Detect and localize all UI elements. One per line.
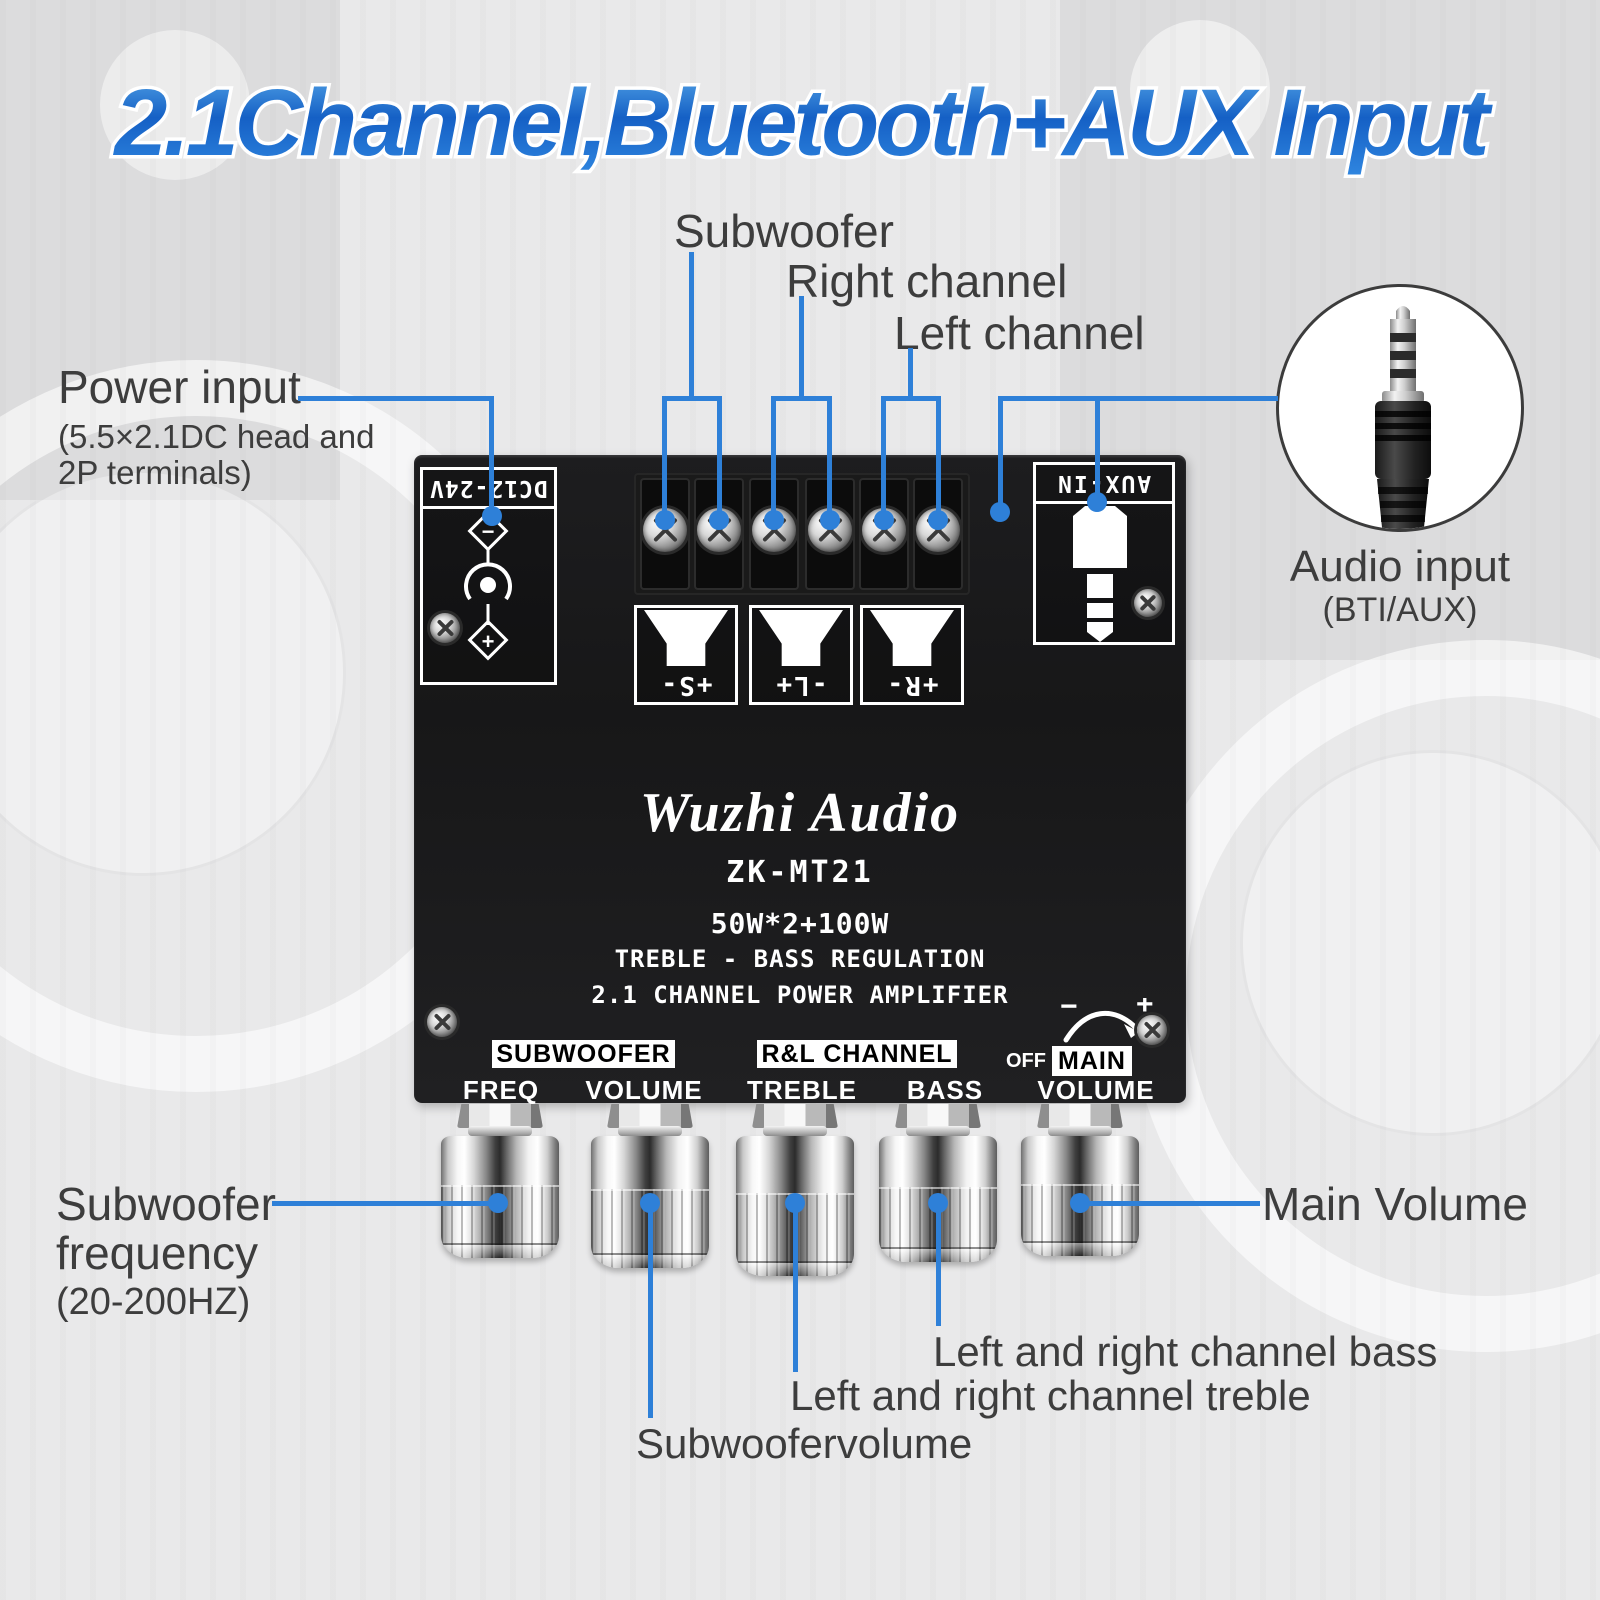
callout-line-power: [489, 396, 494, 512]
callout-line-left-channel: [881, 396, 941, 401]
left-output-label: -L+: [774, 670, 828, 700]
callout-dot-terminal: [928, 510, 948, 530]
callout-audio-input-detail: (BTI/AUX): [1322, 591, 1478, 629]
callout-lr-bass: Left and right channel bass: [933, 1328, 1438, 1375]
callout-line-right-channel: [771, 396, 776, 514]
board-screw: [1137, 1015, 1167, 1045]
background-speaker-ring: [0, 470, 346, 876]
callout-line-subwoofer: [689, 252, 694, 398]
brand-logo: Wuzhi Audio: [639, 782, 961, 844]
callout-dot-audio: [990, 502, 1010, 522]
terminal-cell: [859, 478, 909, 590]
section-label-subwoofer: SUBWOOFER: [492, 1040, 675, 1068]
callout-line-freq: [272, 1201, 498, 1206]
dc-plus-sign: +: [482, 629, 495, 654]
callout-subwoofer-frequency-range: (20-200HZ): [56, 1280, 251, 1323]
callout-line-left-channel: [881, 396, 886, 514]
volume-direction-arrow: − +: [1060, 998, 1154, 1043]
knob-label-treble: TREBLE: [747, 1075, 857, 1105]
callout-line-left-channel: [936, 396, 941, 514]
callout-dot-knob: [640, 1193, 660, 1213]
off-label: OFF: [1006, 1050, 1046, 1072]
callout-dot-terminal: [709, 510, 729, 530]
feature-line-2: 2.1 CHANNEL POWER AMPLIFIER: [591, 981, 1009, 1009]
callout-dot-terminal: [874, 510, 894, 530]
callout-line-treble: [793, 1203, 798, 1372]
callout-subwoofer: Subwoofer: [674, 205, 894, 257]
arrow-minus-sign: −: [1060, 998, 1078, 1023]
callout-line-subwoofer: [662, 396, 722, 401]
callout-subwoofer-frequency-line2: frequency: [56, 1226, 259, 1279]
callout-line-right-channel: [799, 296, 804, 398]
knob-label-bass: BASS: [906, 1075, 984, 1105]
feature-line-1: TREBLE - BASS REGULATION: [614, 945, 986, 973]
callout-dot-knob: [928, 1193, 948, 1213]
background-tweeter-circle: [1130, 20, 1270, 160]
aux-in-label: AUX-IN: [1056, 470, 1152, 496]
knob-label-main-volume: VOLUME: [1037, 1075, 1155, 1105]
speaker-icon: [870, 610, 954, 666]
callout-line-main-volume: [1082, 1201, 1260, 1206]
callout-line-subwoofer: [717, 396, 722, 514]
callout-line-right-channel: [827, 396, 832, 514]
callout-dot-knob: [785, 1193, 805, 1213]
callout-power-input: Power input: [58, 361, 301, 413]
callout-dot-knob: [488, 1193, 508, 1213]
callout-line-sub-volume: [648, 1203, 653, 1418]
aux-in-box: AUX-IN: [1033, 462, 1175, 645]
model-number: ZK-MT21: [726, 855, 874, 890]
audio-plug-icon: [1375, 306, 1431, 529]
callout-line-audio: [998, 396, 1003, 508]
callout-dot-terminal: [820, 510, 840, 530]
left-output-label-box: -L+: [749, 605, 853, 705]
callout-dot-terminal: [655, 510, 675, 530]
right-output-label: +R-: [885, 670, 939, 700]
section-label-main: MAIN: [1052, 1046, 1132, 1076]
callout-dot-knob: [1070, 1193, 1090, 1213]
speaker-icon: [759, 610, 843, 666]
title-banner: 2.1Channel,Bluetooth+AUX Input: [109, 67, 1500, 180]
section-label-rl-channel: R&L CHANNEL: [757, 1040, 957, 1068]
callout-line-audio: [1095, 396, 1100, 498]
board-screw: [1134, 589, 1162, 617]
terminal-cell: [805, 478, 855, 590]
audio-plug-inset: [1276, 284, 1524, 532]
dc-input-box: DC12-24V − +: [420, 467, 557, 685]
callout-power-input-detail1: (5.5×2.1DC head and: [58, 418, 375, 455]
right-output-label-box: +R-: [860, 605, 964, 705]
aux-jack-icon: [1073, 506, 1127, 642]
page-title: 2.1Channel,Bluetooth+AUX Input: [112, 70, 1492, 176]
callout-subwoofer-volume: Subwoofervolume: [636, 1420, 973, 1467]
callout-line-bass: [936, 1203, 941, 1326]
callout-line-right-channel: [771, 396, 831, 401]
callout-lr-treble: Left and right channel treble: [790, 1372, 1311, 1419]
callout-left-channel: Left channel: [894, 307, 1145, 359]
board-screw: [427, 1007, 457, 1037]
callout-main-volume: Main Volume: [1262, 1178, 1528, 1230]
callout-dot-power: [482, 506, 502, 526]
callout-dot-terminal: [764, 510, 784, 530]
speaker-icon: [644, 610, 728, 666]
callout-right-channel: Right channel: [786, 255, 1068, 307]
dc-polarity-symbol: − +: [464, 510, 512, 661]
board-screw: [430, 613, 460, 643]
subwoofer-output-label: +S-: [659, 670, 713, 700]
callout-subwoofer-frequency: Subwoofer frequency (20-200HZ): [56, 1180, 276, 1322]
callout-audio-input: Audio input: [1289, 542, 1511, 591]
power-rating: 50W*2+100W: [710, 907, 890, 940]
speaker-terminal-block: [634, 473, 970, 595]
callout-line-subwoofer: [662, 396, 667, 514]
callout-power-input-detail2: 2P terminals): [58, 454, 252, 491]
callout-subwoofer-frequency-line1: Subwoofer: [56, 1178, 276, 1230]
callout-line-audio: [998, 396, 1278, 401]
subwoofer-output-label-box: +S-: [634, 605, 738, 705]
callout-dot-audio: [1087, 492, 1107, 512]
callout-line-power: [298, 396, 494, 401]
knob-label-sub-volume: VOLUME: [585, 1075, 703, 1105]
background-tweeter-circle: [100, 30, 250, 180]
background-speaker-ring: [1240, 750, 1600, 1136]
knob-label-freq: FREQ: [462, 1075, 540, 1105]
callout-line-left-channel: [908, 348, 913, 398]
amplifier-board: DC12-24V − + +S-: [414, 455, 1186, 1105]
